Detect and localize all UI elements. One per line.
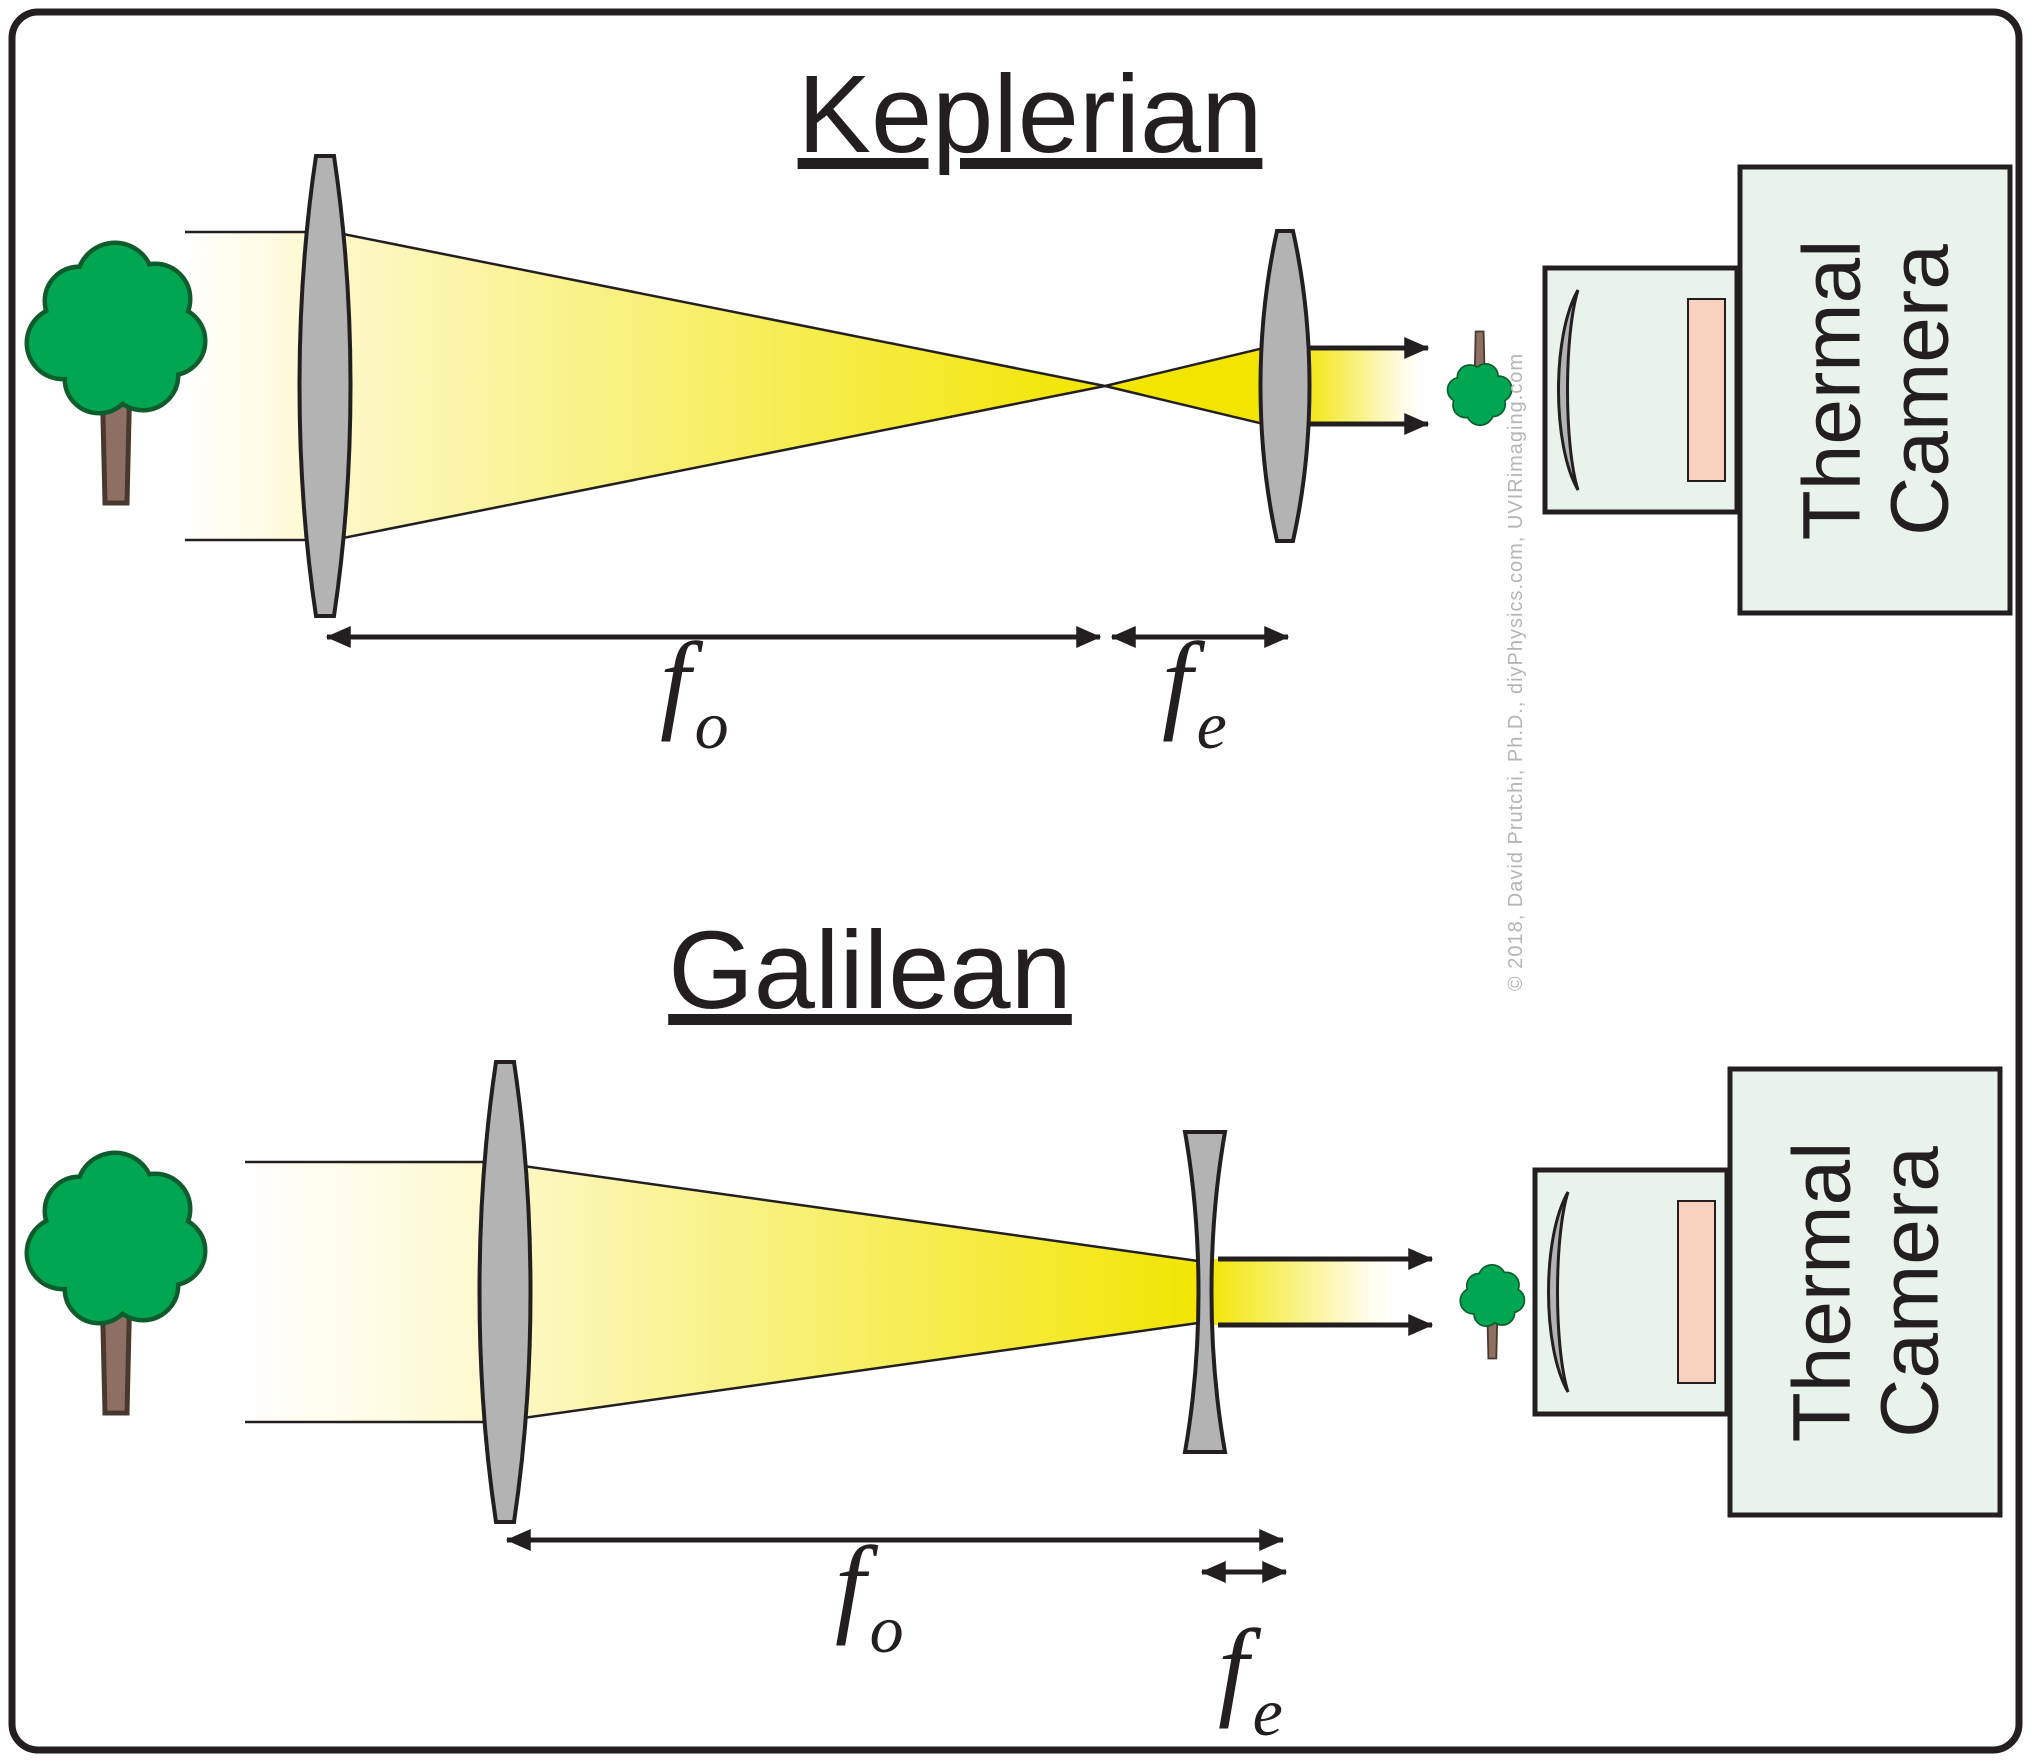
focal-length-objective-label: fo — [835, 1524, 904, 1667]
beam-exit — [1300, 348, 1422, 424]
beam-object-space — [245, 1162, 510, 1422]
objective-lens — [297, 154, 353, 618]
watermark: © 2018, David Prutchi, Ph.D., diyPhysics… — [1505, 353, 1527, 991]
objective-lens — [477, 1060, 533, 1524]
eyepiece-concave-lens — [1182, 1130, 1228, 1454]
keplerian-title: Keplerian — [798, 53, 1263, 176]
galilean-title: Galilean — [668, 909, 1072, 1032]
galilean-diagram: Galilean fo fe — [29, 909, 2000, 1750]
beam-exit — [1205, 1259, 1395, 1325]
keplerian-diagram: Keplerian fo fe — [29, 53, 2010, 763]
eyepiece-lens — [1258, 229, 1312, 543]
